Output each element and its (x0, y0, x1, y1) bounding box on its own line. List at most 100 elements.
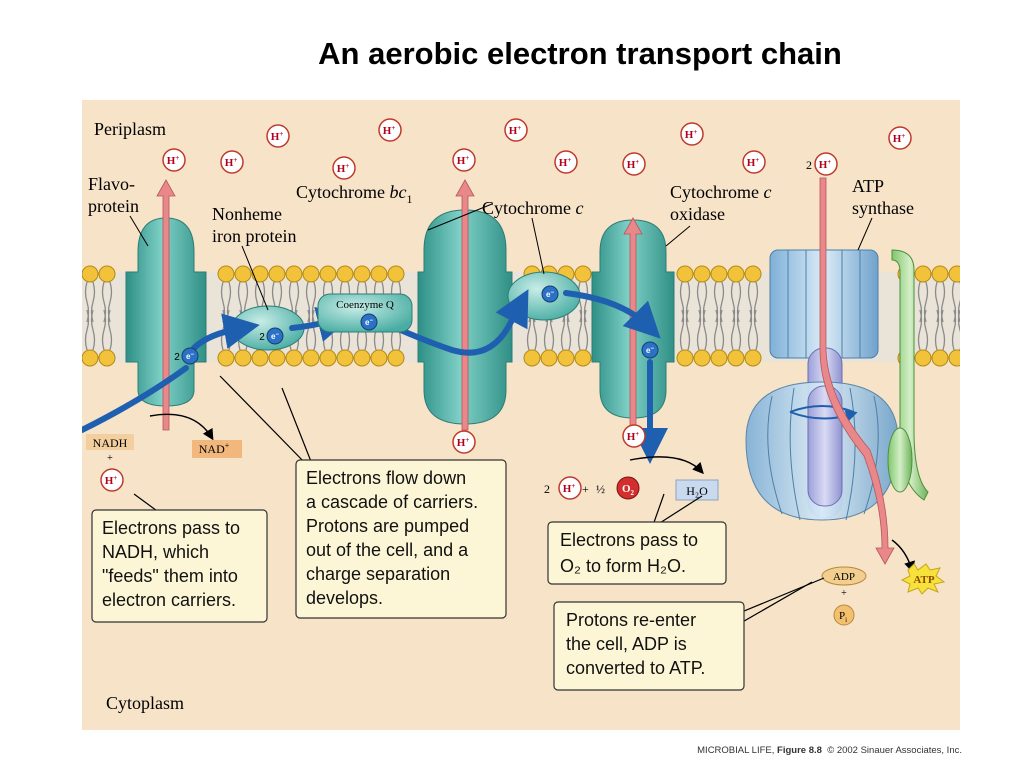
svg-text:Electrons pass to: Electrons pass to (102, 518, 240, 538)
lipid-head (557, 349, 575, 367)
callout-oxygen: Electrons pass to O₂ to form H₂O. (547, 521, 727, 585)
atp-synthase-label-1: ATP (852, 176, 884, 196)
lipid-tail (730, 309, 742, 351)
svg-text:NAD+: NAD+ (199, 441, 230, 456)
lipid-tail (101, 309, 113, 351)
svg-text:Electrons pass to: Electrons pass to (560, 530, 698, 550)
lipid-head (302, 349, 320, 367)
callout-cascade: Electrons flow down a cascade of carrier… (295, 459, 507, 619)
proton: H+ (680, 122, 704, 146)
proton: H+ (622, 424, 646, 448)
lipid-head (727, 265, 745, 283)
lipid-head (523, 349, 541, 367)
electron-transport-diagram: e− 2 e− 2 Coenzyme Q e− e− e− H+ H+ H+ H+ H+… (82, 118, 960, 713)
lipid-head (353, 265, 371, 283)
lipid-head (353, 349, 371, 367)
svg-text:Protons re-enter: Protons re-enter (566, 610, 696, 630)
svg-text:2: 2 (259, 332, 265, 343)
lipid-head (251, 349, 269, 367)
lipid-head (727, 349, 745, 367)
lipid-head (710, 349, 728, 367)
cytoplasm-label: Cytoplasm (106, 693, 184, 713)
svg-text:develops.: develops. (306, 588, 383, 608)
lipid-tail (713, 309, 725, 351)
lipid-head (540, 349, 558, 367)
phosphate-label: Pi (833, 604, 855, 626)
proton: H+ (220, 150, 244, 174)
svg-text:ATP: ATP (913, 574, 934, 586)
figure-credit: MICROBIAL LIFE, Figure 8.8 © 2002 Sinaue… (697, 745, 962, 756)
proton: H+ (100, 468, 124, 492)
nonheme-label-2: iron protein (212, 226, 296, 246)
nad-plus-label: NAD+ (192, 440, 242, 458)
proton: H+ (452, 148, 476, 172)
svg-text:e−: e− (271, 332, 279, 341)
lipid-tail (305, 309, 317, 351)
lipid-head (98, 265, 116, 283)
svg-text:Coenzyme Q: Coenzyme Q (336, 299, 394, 311)
proton: H+ (814, 152, 838, 176)
lipid-head (931, 349, 949, 367)
lipid-head (948, 265, 960, 283)
electron-2e-nonheme: e− 2 (259, 327, 284, 345)
proton: H+ (622, 152, 646, 176)
page-title: An aerobic electron transport chain (318, 36, 842, 71)
lipid-tail (951, 309, 960, 351)
lipid-head (574, 349, 592, 367)
svg-text:O₂ to form H₂O.: O₂ to form H₂O. (560, 556, 686, 576)
svg-text:e−: e− (186, 352, 194, 361)
svg-text:Electrons flow down: Electrons flow down (306, 468, 466, 488)
proton: H+ (266, 124, 290, 148)
protons: H+H+H+H+H+H+H+H+H+H+H+H+H+H+H+H+H+2 (100, 118, 912, 500)
proton: H+ (332, 156, 356, 180)
lipid-head (710, 265, 728, 283)
electron-cytochrome-c: e− (541, 285, 559, 303)
svg-text:electron carriers.: electron carriers. (102, 590, 236, 610)
svg-text:charge separation: charge separation (306, 564, 450, 584)
lipid-head (914, 265, 932, 283)
svg-text:½: ½ (596, 482, 605, 496)
atp-label: ATP (900, 563, 946, 595)
svg-text:NADH: NADH (93, 436, 128, 450)
svg-text:+: + (841, 588, 847, 599)
periplasm-label: Periplasm (94, 119, 166, 139)
callout-atp: Protons re-enter the cell, ADP is conver… (553, 601, 745, 691)
lipid-head (234, 349, 252, 367)
lipid-tail (679, 309, 691, 351)
lipid-head (693, 349, 711, 367)
svg-text:Protons are pumped: Protons are pumped (306, 516, 469, 536)
cytochrome-c-label: Cytochrome c (482, 198, 583, 218)
lipid-head (370, 349, 388, 367)
svg-text:e−: e− (646, 346, 654, 355)
lipid-head (285, 265, 303, 283)
lipid-head (676, 349, 694, 367)
lipid-head (217, 265, 235, 283)
lipid-head (574, 265, 592, 283)
electron-oxidase: e− (641, 341, 659, 359)
bc1-label: Cytochrome bc1 (296, 182, 412, 206)
proton: H+ (452, 430, 476, 454)
svg-text:e−: e− (546, 290, 554, 299)
lipid-head (931, 265, 949, 283)
proton-count: 2 (806, 158, 812, 172)
svg-text:converted to ATP.: converted to ATP. (566, 658, 705, 678)
electron-path (82, 289, 668, 464)
svg-text:ADP: ADP (833, 571, 855, 583)
proton: H+ (162, 148, 186, 172)
lipid-tail (934, 309, 946, 351)
atp-synthase-label-2: synthase (852, 198, 914, 218)
svg-text:the cell, ADP is: the cell, ADP is (566, 634, 687, 654)
svg-text:H₂O: H₂O (686, 484, 708, 498)
lipid-head (387, 265, 405, 283)
lipid-head (914, 349, 932, 367)
diagram-panel: e− 2 e− 2 Coenzyme Q e− e− e− H+ H+ H+ H+ H+… (82, 100, 960, 730)
svg-text:a cascade of carriers.: a cascade of carriers. (306, 492, 478, 512)
lipid-head (251, 265, 269, 283)
label-leader-lines (129, 203, 873, 311)
lipid-tail (577, 309, 589, 351)
svg-text:+: + (107, 453, 113, 464)
lipid-head (744, 265, 762, 283)
svg-text:e−: e− (365, 318, 373, 327)
proton: H+ (504, 118, 528, 142)
lipid-head (336, 349, 354, 367)
